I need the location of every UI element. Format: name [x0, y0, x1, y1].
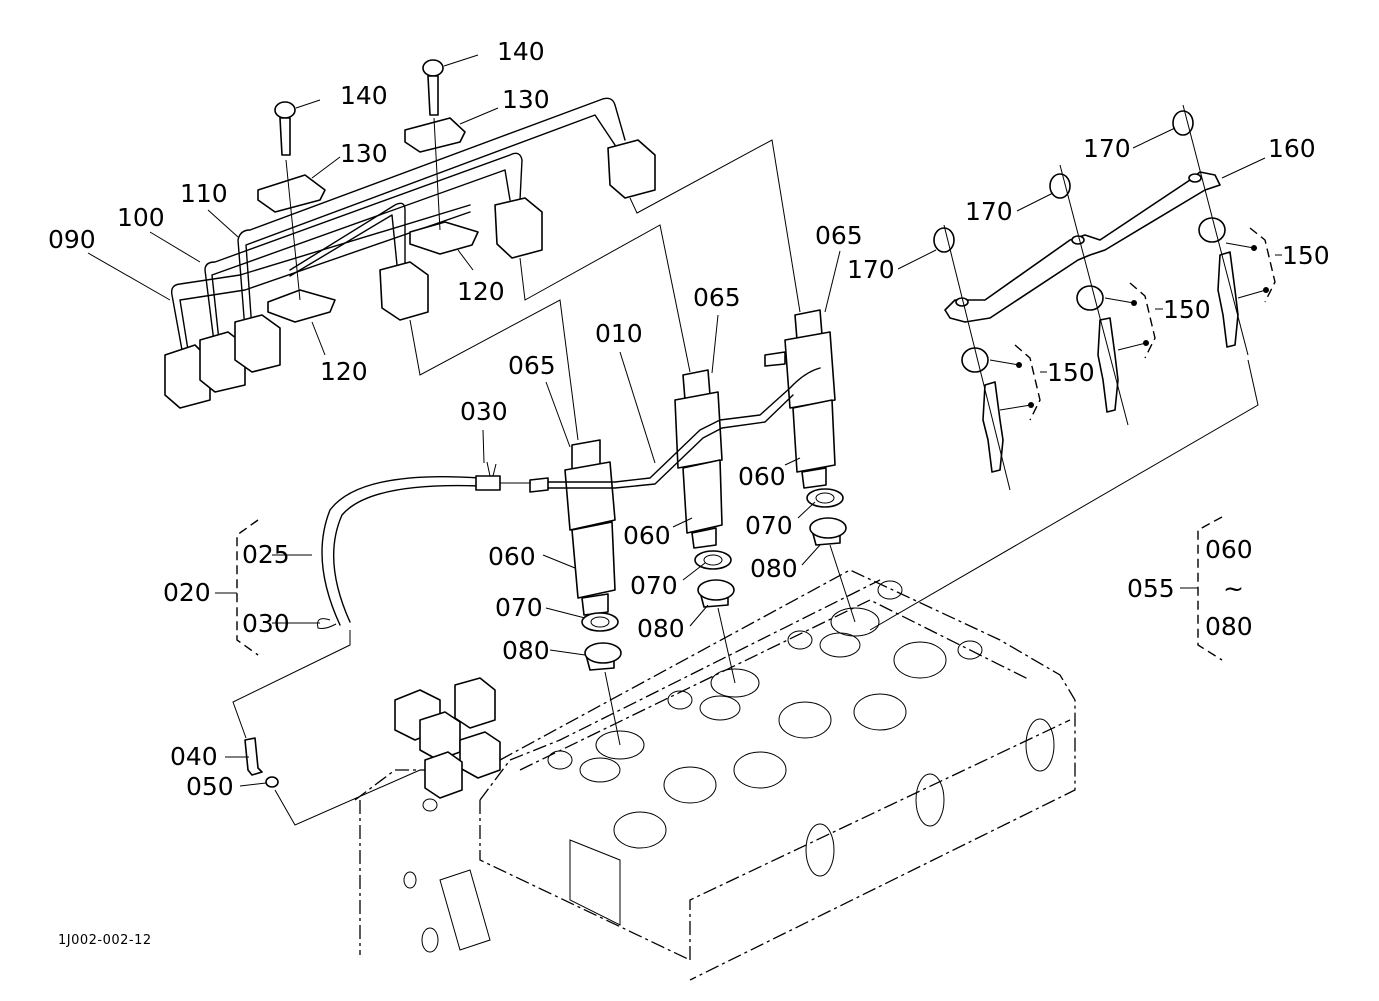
callout-160: 160 [1268, 134, 1316, 163]
cylinder-head [354, 569, 1076, 981]
injection-nozzles [529, 309, 856, 746]
callout-060-a: 060 [488, 542, 536, 571]
callout-130-a: 130 [340, 139, 388, 168]
callout-025: 025 [242, 540, 290, 569]
glow-plug-assembly [409, 104, 1276, 631]
callout-055-range-end: 080 [1205, 612, 1253, 641]
callout-150-b: 150 [1163, 295, 1211, 324]
callout-040: 040 [170, 742, 218, 771]
callout-120-b: 120 [457, 277, 505, 306]
callout-010: 010 [595, 319, 643, 348]
callout-150-c: 150 [1282, 241, 1330, 270]
callout-065-a: 065 [508, 351, 556, 380]
pipe-clamps [257, 59, 479, 323]
leader-lines [87, 54, 1266, 787]
callout-050: 050 [186, 772, 234, 801]
callout-labels: 090 100 110 140 140 130 130 120 120 010 … [48, 37, 1330, 948]
callout-030-group: 030 [242, 609, 290, 638]
callout-080-b: 080 [637, 614, 685, 643]
callout-080-a: 080 [502, 636, 550, 665]
figure-code: 1J002-002-12 [58, 933, 152, 948]
callout-170-b: 170 [965, 197, 1013, 226]
injection-pipes [164, 97, 656, 409]
callout-080-c: 080 [750, 554, 798, 583]
callout-150-a: 150 [1047, 358, 1095, 387]
callout-130-b: 130 [502, 85, 550, 114]
callout-090: 090 [48, 225, 96, 254]
callout-120-a: 120 [320, 357, 368, 386]
callout-055-range-start: 060 [1205, 535, 1253, 564]
callout-100: 100 [117, 203, 165, 232]
callout-170-a: 170 [847, 255, 895, 284]
callout-070-c: 070 [745, 511, 793, 540]
callout-030-top: 030 [460, 397, 508, 426]
callout-070-b: 070 [630, 571, 678, 600]
callout-070-a: 070 [495, 593, 543, 622]
callout-055: 055 [1127, 574, 1175, 603]
return-hose-assembly [232, 461, 530, 826]
callout-110: 110 [180, 179, 228, 208]
callout-060-b: 060 [623, 521, 671, 550]
callout-140-a: 140 [340, 81, 388, 110]
callout-065-b: 065 [693, 283, 741, 312]
callout-065-c: 065 [815, 221, 863, 250]
callout-060-c: 060 [738, 462, 786, 491]
callout-170-c: 170 [1083, 134, 1131, 163]
callout-055-range-sep: ~ [1223, 574, 1244, 603]
callout-140-b: 140 [497, 37, 545, 66]
callout-020: 020 [163, 578, 211, 607]
